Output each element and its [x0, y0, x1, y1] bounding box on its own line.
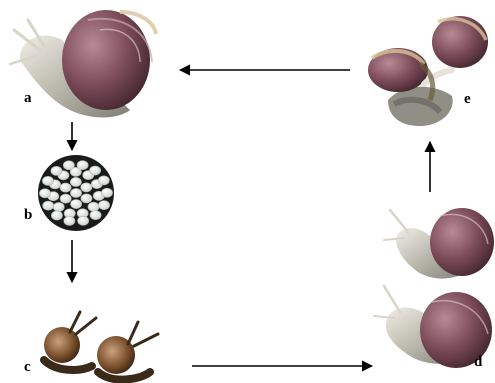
egg	[63, 161, 74, 170]
egg	[88, 202, 99, 211]
egg	[51, 211, 62, 220]
egg	[81, 194, 92, 203]
egg	[39, 189, 50, 198]
egg	[53, 202, 64, 211]
flow-arrows	[72, 70, 430, 366]
egg	[60, 194, 71, 203]
egg	[60, 183, 71, 192]
egg	[98, 176, 109, 185]
egg	[90, 166, 101, 175]
label-c: c	[24, 360, 31, 375]
label-d: d	[474, 355, 482, 370]
egg	[77, 161, 88, 170]
stage-d-subadult-snails	[374, 208, 494, 368]
label-b: b	[24, 208, 32, 223]
egg	[81, 183, 92, 192]
egg	[70, 188, 81, 197]
egg	[98, 201, 109, 210]
stage-e-mating-snails	[368, 16, 488, 126]
egg	[43, 201, 54, 210]
stage-c-juvenile-snails	[44, 312, 158, 380]
stage-b-egg-clutch	[38, 155, 114, 231]
egg	[42, 176, 53, 185]
egg	[78, 216, 89, 225]
label-e: e	[464, 92, 471, 107]
egg	[90, 211, 101, 220]
egg	[51, 166, 62, 175]
label-a: a	[24, 91, 32, 106]
egg	[71, 199, 82, 208]
egg	[64, 216, 75, 225]
egg	[101, 188, 112, 197]
egg	[70, 177, 81, 186]
